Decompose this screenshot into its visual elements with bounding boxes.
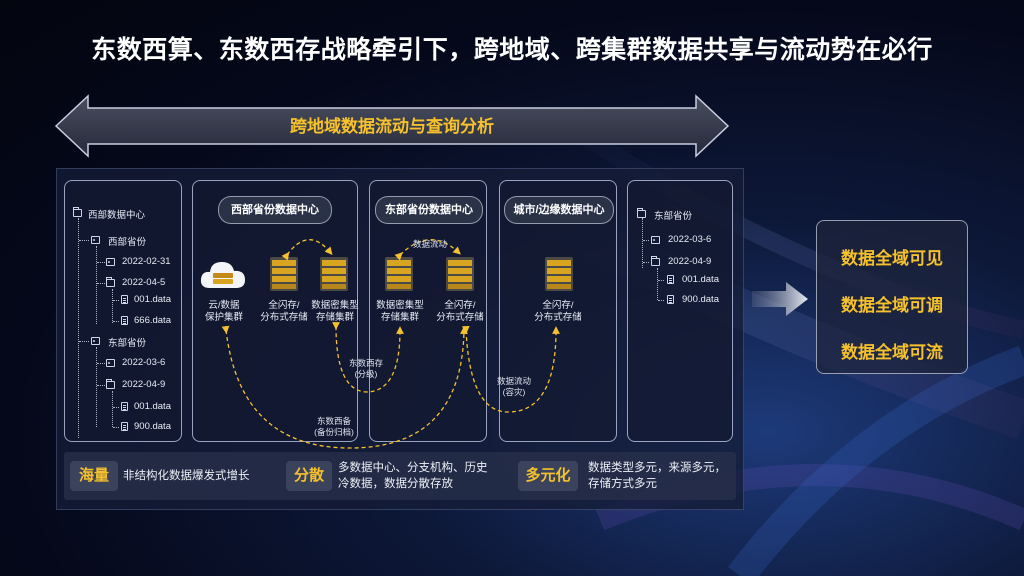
page-title: 东数西算、东数西存战略牵引下，跨地域、跨集群数据共享与流动势在必行 [91,36,933,64]
tree-group-west: 西部省份 [108,237,147,248]
server-icon [545,257,573,291]
result-flowable: 数据全域可流 [841,343,943,362]
tree-date: 2022-03-6 [122,357,166,368]
feature-text-dispersed: 多数据中心、分支机构、历史 冷数据，数据分散存放 [338,462,488,490]
tree-file: 001.data [134,294,171,305]
tree-date: 2022-04-9 [122,379,166,390]
folder-icon [651,256,660,266]
file-icon [121,295,128,304]
tree-date: 2022-04-5 [122,277,166,288]
folder-icon [106,277,115,287]
tree-file: 900.data [134,421,171,432]
feature-tag-dispersed: 分散 [286,461,332,491]
folder-icon [637,208,646,218]
disk-icon [91,236,100,244]
caption-dense: 数据密集型 存储集群 [376,300,424,323]
feature-text-massive: 非结构化数据爆发式增长 [123,470,250,482]
folder-icon [73,207,82,217]
right-tree-card [627,180,733,442]
features-bar [64,452,736,500]
flow-note-store: 东数西存 (分级) [348,358,383,379]
disk-icon [106,359,115,367]
right-tree-date: 2022-04-9 [668,256,712,267]
right-tree-file: 001.data [682,274,719,285]
file-icon [121,316,128,325]
flow-note-top: 数据流动 [412,239,447,249]
flow-note-backup: 东数西备 (备份归档) [314,416,354,437]
east-datacenter-label: 东部省份数据中心 [375,196,483,224]
right-tree-root: 东部省份 [654,211,693,222]
caption-dense: 数据密集型 存储集群 [311,300,359,323]
caption-flash: 全闪存/ 分布式存储 [436,300,484,323]
flow-note-dr: 数据流动 (容灾) [496,376,531,397]
west-datacenter-label: 西部省份数据中心 [218,196,332,224]
results-box [816,220,968,374]
file-icon [667,275,674,284]
tree-file: 001.data [134,401,171,412]
feature-text-diverse: 数据类型多元，来源多元， 存储方式多元 [588,462,726,490]
left-tree-card [64,180,182,442]
server-icon [385,257,413,291]
cloud-storage-icon [200,262,245,288]
banner-label: 跨地域数据流动与查询分析 [290,117,494,136]
caption-flash: 全闪存/ 分布式存储 [534,300,582,323]
file-icon [667,295,674,304]
result-schedulable: 数据全域可调 [841,296,943,315]
right-tree-file: 900.data [682,294,719,305]
file-icon [121,422,128,431]
edge-datacenter-label: 城市/边缘数据中心 [504,196,614,224]
server-icon [320,257,348,291]
disk-icon [91,337,100,345]
caption-cloud: 云/数据 保护集群 [204,300,243,323]
server-icon [446,257,474,291]
disk-icon [106,258,115,266]
folder-icon [106,379,115,389]
result-visible: 数据全域可见 [841,249,943,268]
file-icon [121,402,128,411]
left-tree-root: 西部数据中心 [88,210,146,221]
caption-flash: 全闪存/ 分布式存储 [260,300,308,323]
tree-date: 2022-02-31 [122,256,171,267]
tree-file: 666.data [134,315,171,326]
tree-group-east: 东部省份 [108,338,147,349]
feature-tag-massive: 海量 [70,461,118,491]
double-arrow-banner [54,94,730,158]
right-tree-date: 2022-03-6 [668,234,712,245]
feature-tag-diverse: 多元化 [518,461,578,491]
chevron-right-icon [752,282,808,316]
disk-icon [651,236,660,244]
server-icon [270,257,298,291]
